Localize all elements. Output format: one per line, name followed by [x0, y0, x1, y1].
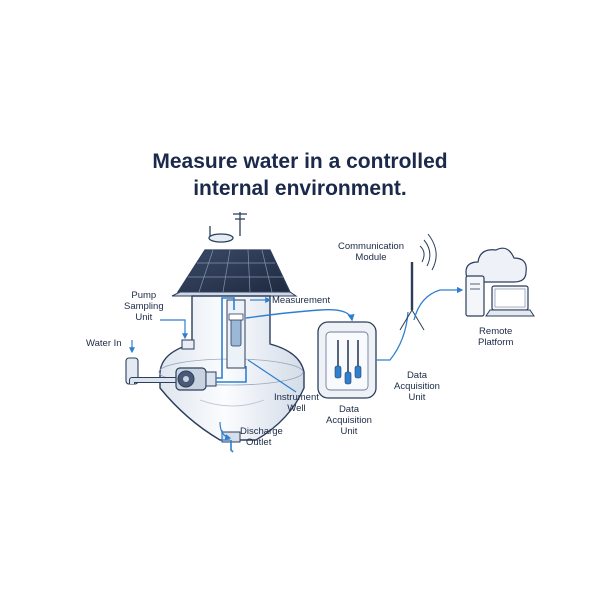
cloud-icon: [465, 247, 527, 283]
instrument-well: [226, 299, 246, 369]
measurement-link-line: [245, 309, 355, 322]
roof-antenna-icon: [208, 212, 247, 243]
label-water-in: Water In: [86, 338, 122, 349]
diagram-title: Measure water in a controlled internal e…: [0, 148, 600, 202]
label-pump-sampling-unit: Pump Sampling Unit: [124, 290, 164, 323]
pump-sampling-box: [181, 339, 195, 350]
data-acquisition-cabinet: [317, 321, 377, 399]
solar-panels-roof: [171, 249, 298, 297]
label-data-acquisition-unit-cabinet: Data Acquisition Unit: [326, 404, 372, 437]
water-inlet-pipe: [125, 357, 180, 385]
label-remote-platform: Remote Platform: [478, 326, 514, 348]
label-instrument-well: Instrument Well: [274, 392, 319, 414]
title-line-2: internal environment.: [193, 177, 407, 200]
computer-icon: [465, 275, 535, 317]
antenna-to-platform-line: [413, 286, 464, 321]
label-data-acquisition-unit-link: Data Acquisition Unit: [394, 370, 440, 403]
communication-antenna-icon: [399, 233, 437, 331]
title-line-1: Measure water in a controlled: [152, 150, 448, 173]
label-measurement: Measurement: [272, 295, 331, 306]
internal-flow-lines: [216, 297, 247, 453]
cabinet-to-antenna-line: [376, 311, 409, 361]
label-communication-module: Communication Module: [338, 241, 404, 263]
label-discharge-outlet: Discharge Outlet: [240, 426, 283, 448]
pump-motor: [175, 367, 217, 391]
callout-arrows: [129, 297, 297, 441]
